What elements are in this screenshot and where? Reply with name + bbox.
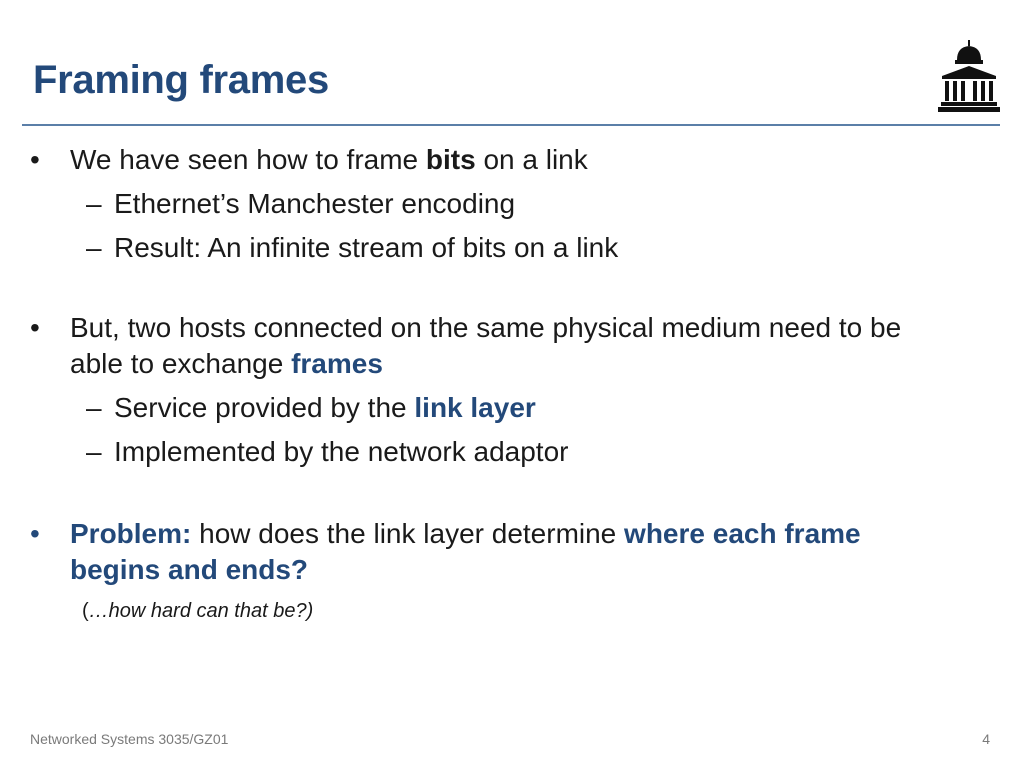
bullet-marker: • [30, 144, 40, 175]
title-divider [22, 124, 1000, 126]
aside-note: (…how hard can that be?) [30, 598, 930, 624]
bullet-highlight: frames [291, 348, 383, 379]
sub-bullet-text: Result: An infinite stream of bits on a … [114, 232, 619, 263]
bullet-text: on a link [475, 144, 588, 175]
sub-bullet-link-layer: – Service provided by the link layer [30, 390, 930, 426]
bullet-text: But, two hosts connected on the same phy… [70, 312, 902, 379]
sub-bullet-marker: – [86, 232, 102, 263]
sub-bullet-highlight: link layer [414, 392, 536, 423]
aside-paren: ( [82, 600, 89, 622]
bullet-problem: • Problem: how does the link layer deter… [30, 516, 930, 588]
bullet-framing-bits: • We have seen how to frame bits on a li… [30, 142, 930, 178]
aside-text: …how hard can that be?) [88, 600, 314, 622]
bullet-marker: • [30, 518, 40, 549]
sub-bullet-marker: – [86, 188, 102, 219]
sub-bullet-marker: – [86, 436, 102, 467]
sub-bullet-result: – Result: An infinite stream of bits on … [30, 230, 930, 266]
slide-title: Framing frames [33, 58, 329, 102]
sub-bullet-network-adaptor: – Implemented by the network adaptor [30, 434, 930, 470]
bullet-highlight: Problem: [70, 518, 192, 549]
sub-bullet-text: Ethernet’s Manchester encoding [114, 188, 516, 219]
slide-body: • We have seen how to frame bits on a li… [30, 142, 930, 624]
sub-bullet-text: Service provided by the [114, 392, 415, 423]
university-portico-icon [938, 40, 1000, 112]
sub-bullet-marker: – [86, 392, 102, 423]
footer-course: Networked Systems 3035/GZ01 [30, 731, 229, 747]
bullet-text: We have seen how to frame [70, 144, 426, 175]
sub-bullet-text: Implemented by the network adaptor [114, 436, 569, 467]
bullet-text: how does the link layer determine [191, 518, 625, 549]
bullet-marker: • [30, 312, 40, 343]
bullet-highlight: where each frame begins and ends? [70, 518, 861, 585]
bullet-emphasis: bits [425, 144, 476, 175]
bullet-exchange-frames: • But, two hosts connected on the same p… [30, 310, 930, 382]
footer-page-number: 4 [982, 731, 990, 747]
sub-bullet-manchester: – Ethernet’s Manchester encoding [30, 186, 930, 222]
